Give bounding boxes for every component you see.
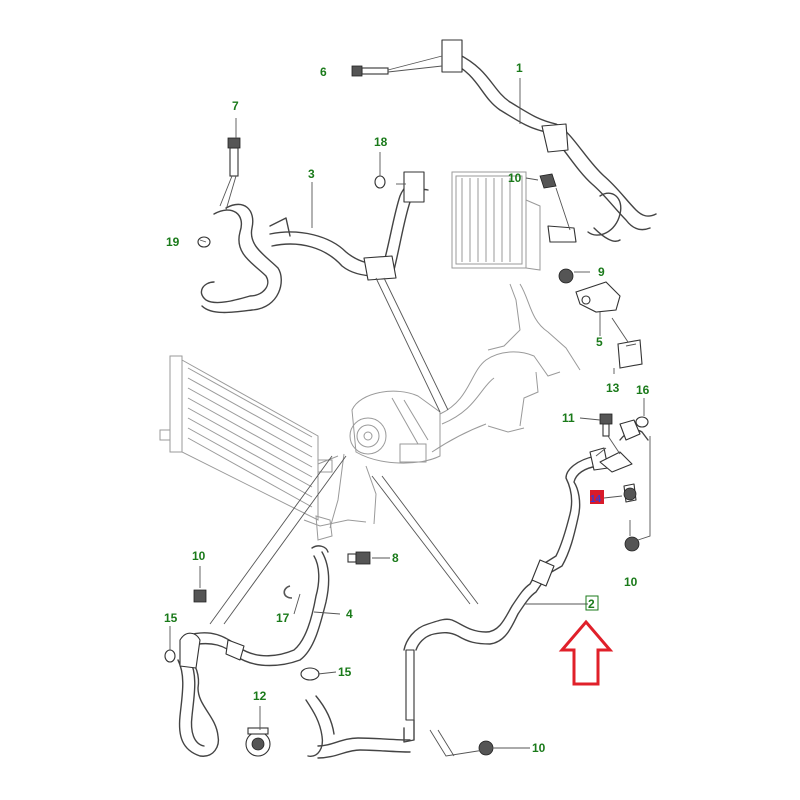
callout-12: 12 — [253, 689, 267, 703]
bolt-11-icon — [599, 413, 613, 437]
callout-9: 9 — [598, 265, 605, 279]
condenser-unit — [159, 355, 333, 521]
clip-17-icon — [283, 585, 293, 599]
callout-8: 8 — [392, 551, 399, 565]
oring-16-icon — [635, 416, 649, 428]
oring-15-bottom-icon — [300, 667, 320, 681]
callout-19: 19 — [166, 235, 180, 249]
valve-12-icon — [245, 727, 271, 757]
callout-2-box — [585, 595, 599, 611]
callout-18: 18 — [374, 135, 388, 149]
callout-6: 6 — [320, 65, 327, 79]
bracket-5 — [575, 281, 626, 313]
bolt-8-icon — [347, 551, 371, 565]
harness-lines — [303, 283, 581, 541]
callout-5: 5 — [596, 335, 603, 349]
callout-10-left: 10 — [192, 549, 206, 563]
callout-2: 2 — [588, 597, 595, 611]
nut-10-right-icon — [624, 536, 640, 552]
callout-14: 14 — [590, 494, 602, 505]
callout-4: 4 — [346, 607, 353, 621]
evaporator-unit — [451, 171, 541, 271]
callout-3: 3 — [308, 167, 315, 181]
callout-14-box — [590, 490, 604, 504]
nut-10-left-icon — [193, 589, 207, 603]
callout-10-bottom: 10 — [532, 741, 546, 755]
oring-15-left-icon — [164, 649, 176, 663]
callout-13: 13 — [606, 381, 620, 395]
oring-19-icon — [197, 236, 211, 248]
oring-18-icon — [374, 175, 386, 189]
callout-1: 1 — [516, 61, 523, 75]
oring-14-icon — [623, 487, 637, 501]
leader-lines — [169, 55, 651, 757]
compressor-unit — [349, 390, 441, 464]
callout-7: 7 — [232, 99, 239, 113]
nut-10-bottom-icon — [478, 740, 494, 756]
red-up-arrow-icon — [558, 619, 614, 686]
bolt-7-icon — [227, 137, 241, 177]
nut-10-top-icon — [539, 173, 557, 189]
hose-2 — [305, 419, 649, 759]
callout-10-top: 10 — [508, 171, 522, 185]
hose-4 — [177, 545, 330, 757]
hose-3 — [200, 171, 429, 314]
callout-11: 11 — [562, 411, 575, 425]
nut-9-icon — [558, 268, 574, 284]
callout-15-bottom: 15 — [338, 665, 352, 679]
callout-15-left: 15 — [164, 611, 178, 625]
callout-10-right: 10 — [624, 575, 638, 589]
callout-17: 17 — [276, 611, 290, 625]
hose-1 — [441, 39, 657, 243]
callouts: 1 2 3 4 5 6 7 8 9 10 10 10 10 11 12 13 1… — [164, 61, 650, 755]
bracket-13 — [617, 339, 643, 369]
callout-16: 16 — [636, 383, 650, 397]
bolt-6-icon — [351, 65, 389, 77]
